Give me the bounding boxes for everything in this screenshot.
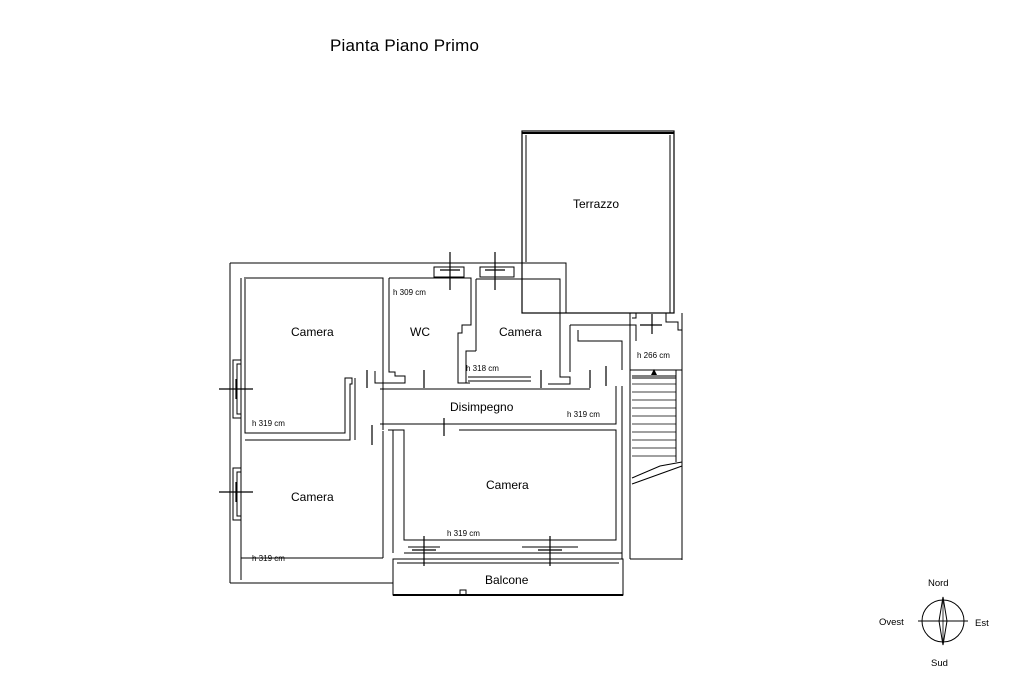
room-label-camera-n: Camera: [499, 325, 542, 339]
room-wc-walls: [374, 266, 472, 384]
corridor-walls: [380, 386, 623, 425]
room-camera-n-walls: [465, 266, 571, 385]
door-ticks: [219, 252, 662, 566]
compass-east-label: Est: [975, 618, 989, 629]
terrace-outline: [521, 130, 675, 314]
compass-north-label: Nord: [928, 578, 949, 589]
plan-title: Pianta Piano Primo: [330, 36, 480, 55]
room-label-camera-sw: Camera: [291, 490, 334, 504]
room-label-balcone: Balcone: [485, 573, 529, 587]
west-windows: [232, 359, 242, 521]
exterior-walls: [229, 262, 636, 584]
room-label-camera-s: Camera: [486, 478, 529, 492]
height-label-disimpegno: h 319 cm: [567, 410, 600, 419]
height-label-stair: h 266 cm: [637, 351, 670, 360]
height-label-camera-n: h 318 cm: [466, 364, 499, 373]
room-label-disimpegno: Disimpegno: [450, 400, 514, 414]
stair: [569, 313, 683, 560]
height-label-wc: h 309 cm: [393, 288, 426, 297]
height-label-camera-nw: h 319 cm: [252, 419, 285, 428]
room-label-camera-nw: Camera: [291, 325, 334, 339]
room-label-terrazzo: Terrazzo: [573, 197, 619, 211]
room-camera-nw-walls: [244, 279, 384, 441]
compass-west-label: Ovest: [879, 617, 904, 628]
compass-south-label: Sud: [931, 658, 948, 669]
compass-rose: Nord Sud Est Ovest: [879, 578, 989, 669]
balcony: [392, 558, 624, 596]
height-label-camera-s: h 319 cm: [447, 529, 480, 538]
height-label-camera-sw: h 319 cm: [252, 554, 285, 563]
room-label-wc: WC: [410, 325, 430, 339]
